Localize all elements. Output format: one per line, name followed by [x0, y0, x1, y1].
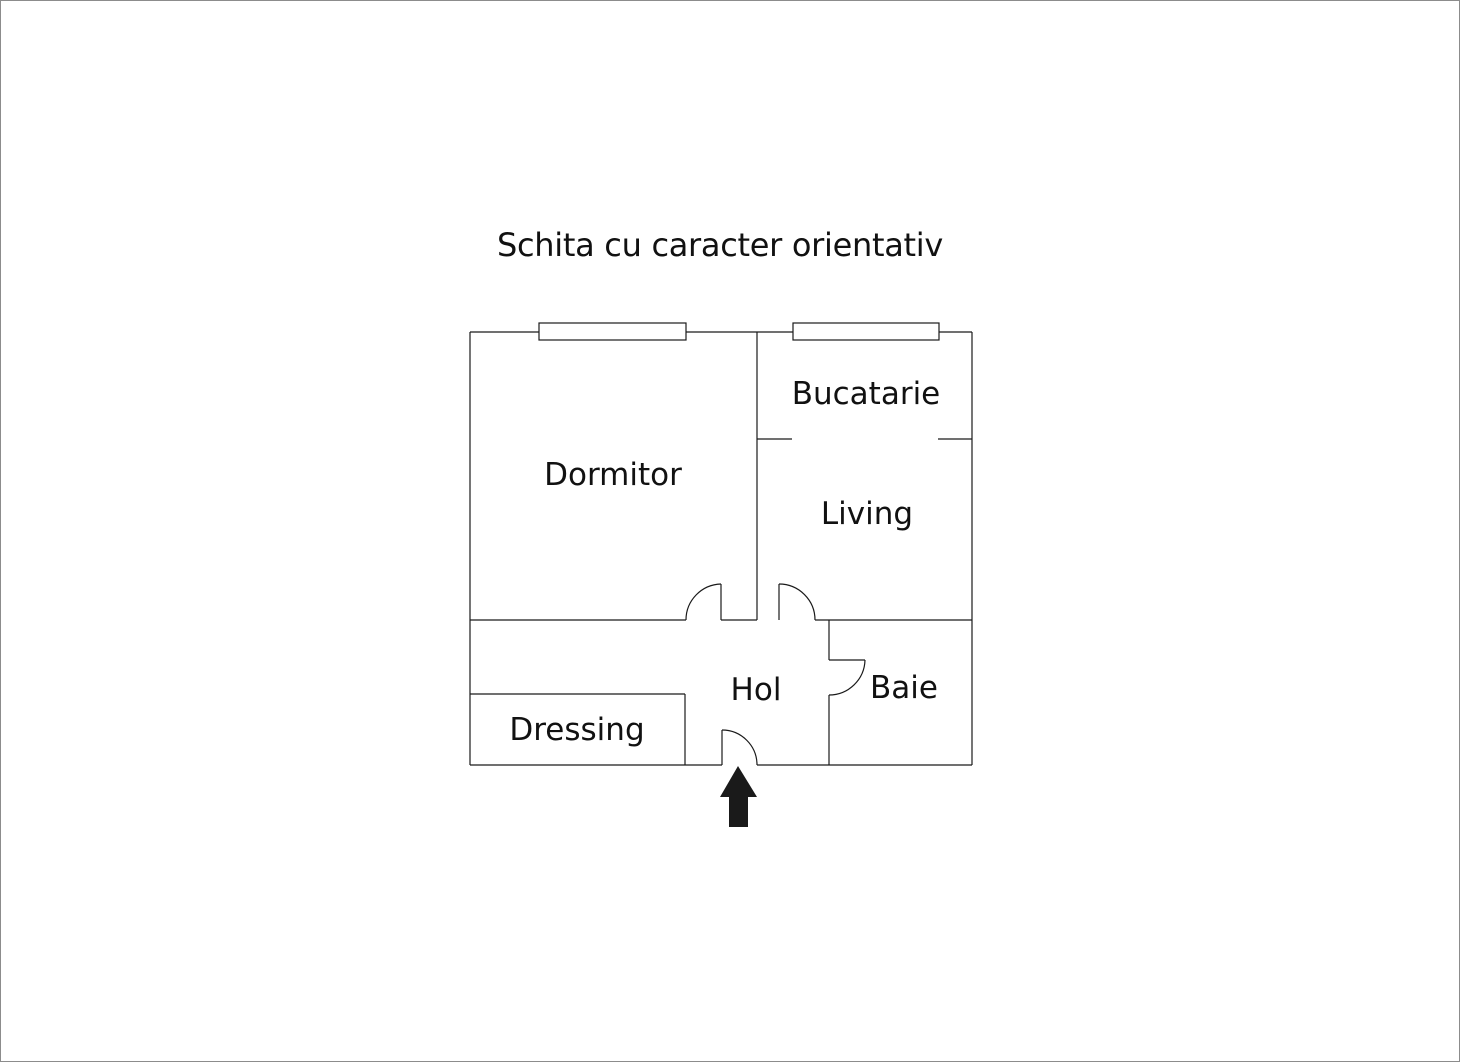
window-dormitor — [538, 322, 687, 341]
room-label-living: Living — [821, 496, 913, 532]
room-label-dormitor: Dormitor — [544, 457, 682, 493]
door-entrance — [721, 729, 758, 766]
door-dormitor — [685, 583, 722, 621]
interior-walls — [470, 332, 972, 765]
room-label-bucatarie: Bucatarie — [792, 376, 941, 412]
door-baie — [828, 659, 866, 696]
room-label-hol: Hol — [731, 672, 782, 708]
entrance-arrow-icon — [720, 766, 757, 827]
room-label-baie: Baie — [870, 670, 938, 706]
door-living — [778, 583, 816, 621]
plan-title: Schita cu caracter orientativ — [496, 226, 943, 264]
window-bucatarie — [792, 322, 940, 341]
room-label-dressing: Dressing — [509, 712, 644, 748]
